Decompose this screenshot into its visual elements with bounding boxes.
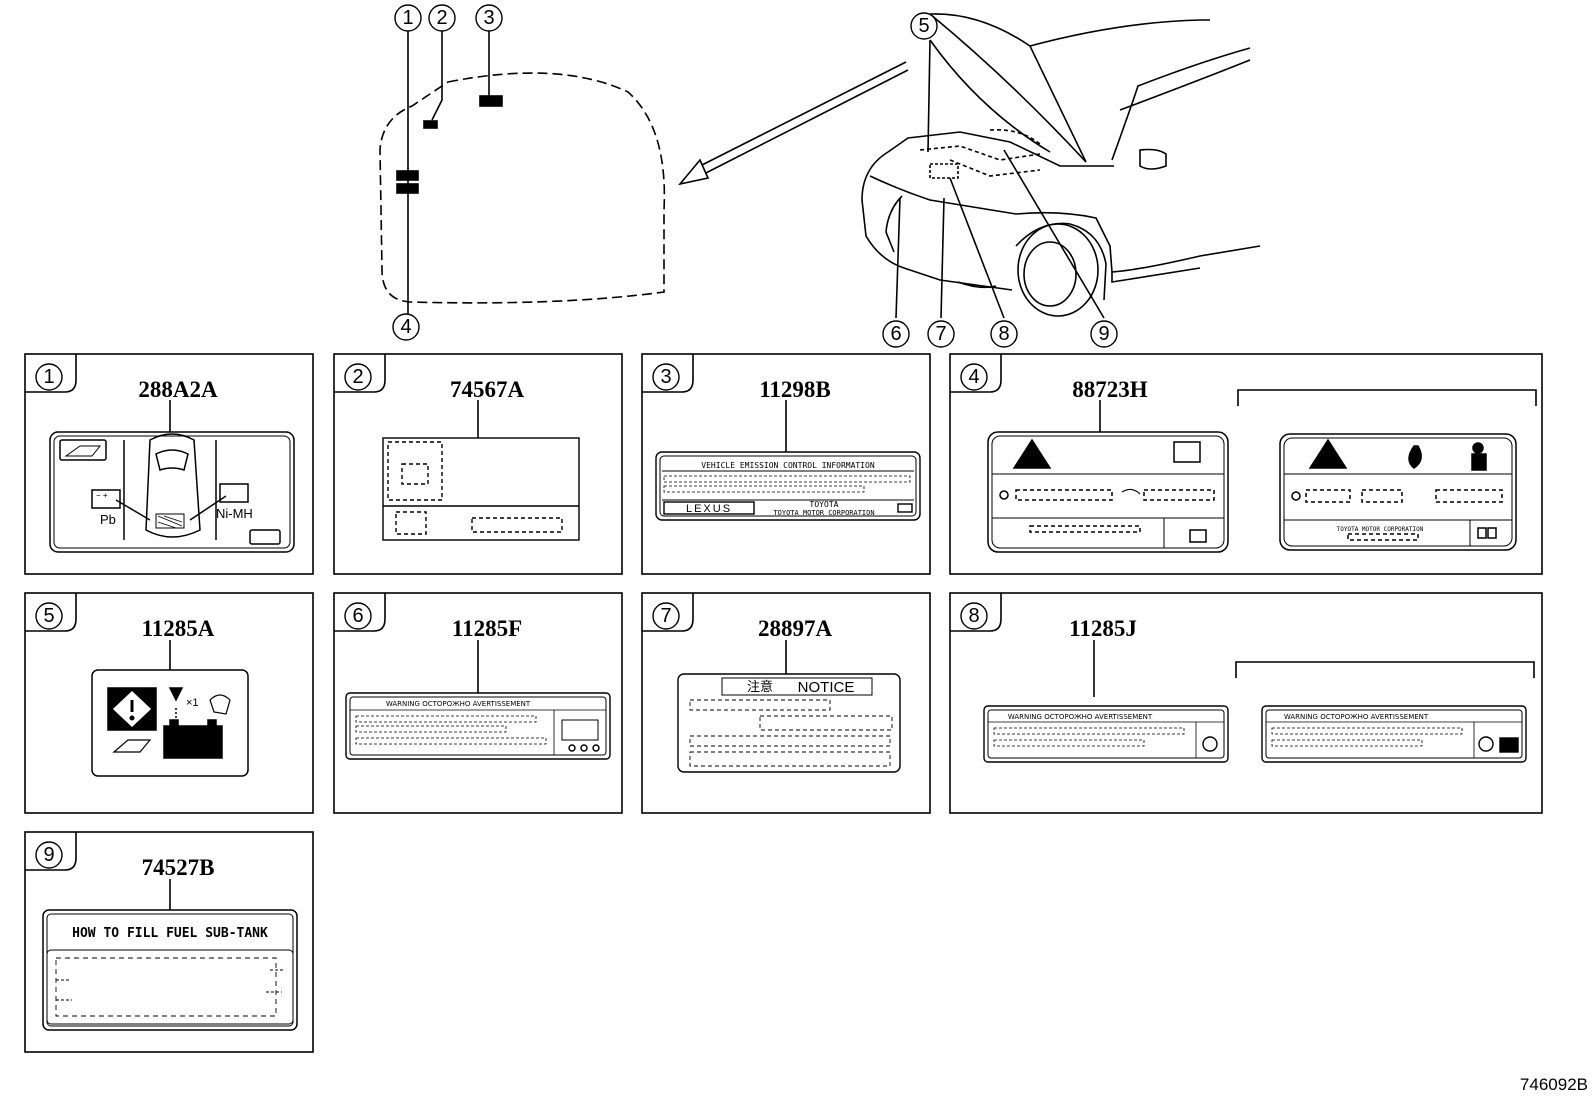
svg-text:2: 2 bbox=[352, 366, 363, 388]
panel-6-number: 6 bbox=[344, 602, 372, 630]
label-288A2A bbox=[49, 431, 295, 553]
svg-text:6: 6 bbox=[890, 323, 901, 345]
panel-5-number: 5 bbox=[35, 602, 63, 630]
part-number-6: 11285F bbox=[452, 616, 522, 641]
svg-text:9: 9 bbox=[1098, 323, 1109, 345]
svg-text:8: 8 bbox=[998, 323, 1009, 345]
panel-3-number: 3 bbox=[652, 363, 680, 391]
part-number-1: 288A2A bbox=[138, 377, 218, 402]
callout-2: 2 bbox=[428, 4, 456, 32]
label-88723H-a bbox=[987, 431, 1229, 553]
part-number-4: 88723H bbox=[1072, 377, 1148, 402]
notice-en-text: NOTICE bbox=[798, 679, 855, 696]
label-11298B bbox=[655, 451, 921, 521]
label-11285F bbox=[345, 692, 611, 760]
label-11285J-a-warning: WARNING OCTOPOЖHO AVERTISSEMENT bbox=[1008, 713, 1153, 721]
panel-6-frame bbox=[333, 592, 623, 814]
fuel-sub-tank-title: HOW TO FILL FUEL SUB-TANK bbox=[72, 926, 268, 941]
svg-text:5: 5 bbox=[918, 15, 929, 37]
svg-text:7: 7 bbox=[935, 323, 946, 345]
svg-text:×1: ×1 bbox=[186, 697, 199, 709]
emission-brand: LEXUS bbox=[686, 503, 732, 515]
part-number-8: 11285J bbox=[1069, 616, 1137, 641]
emission-maker-1: TOYOTA bbox=[810, 500, 839, 509]
panel-3-frame bbox=[641, 353, 931, 575]
svg-text:7: 7 bbox=[660, 605, 671, 627]
callout-1: 1 bbox=[394, 4, 422, 32]
hood-outline bbox=[379, 29, 666, 316]
emission-title: VEHICLE EMISSION CONTROL INFORMATION bbox=[701, 461, 875, 470]
panel-4-number: 4 bbox=[960, 363, 988, 391]
svg-text:3: 3 bbox=[660, 366, 671, 388]
panel-7-number: 7 bbox=[652, 602, 680, 630]
panel-9-number: 9 bbox=[35, 841, 63, 869]
label-11285J-a bbox=[983, 705, 1229, 763]
panel-1-number: 1 bbox=[35, 363, 63, 391]
svg-text:9: 9 bbox=[43, 844, 54, 866]
panel-7-frame bbox=[641, 592, 931, 814]
callout-9: 9 bbox=[1090, 320, 1118, 348]
svg-text:5: 5 bbox=[43, 605, 54, 627]
panel-9-frame bbox=[24, 831, 314, 1053]
svg-text:4: 4 bbox=[400, 316, 411, 338]
panel-2-frame bbox=[333, 353, 623, 575]
pointer-arrow bbox=[677, 61, 909, 186]
label-11285F-warning: WARNING OCTOPOЖHO AVERTISSEMENT bbox=[386, 700, 531, 708]
label-88723H-b-maker: TOYOTA MOTOR CORPORATION bbox=[1337, 526, 1424, 533]
label-28897A bbox=[677, 673, 901, 773]
callout-6: 6 bbox=[882, 320, 910, 348]
svg-text:3: 3 bbox=[483, 7, 494, 29]
svg-text:4: 4 bbox=[968, 366, 979, 388]
battery-pb-text: Pb bbox=[100, 512, 116, 527]
label-88723H-b bbox=[1279, 433, 1517, 551]
callout-7: 7 bbox=[927, 320, 955, 348]
car-sketch bbox=[861, 13, 1261, 319]
label-74567A bbox=[382, 437, 580, 541]
part-number-9: 74527B bbox=[142, 855, 215, 880]
label-11285J-b-warning: WARNING OCTOPOЖHO AVERTISSEMENT bbox=[1284, 713, 1429, 721]
label-11285J-b bbox=[1261, 705, 1527, 763]
panel-8-frame bbox=[949, 592, 1543, 814]
svg-text:2: 2 bbox=[436, 7, 447, 29]
panel-4-frame bbox=[949, 353, 1543, 575]
part-number-3: 11298B bbox=[759, 377, 831, 402]
part-number-2: 74567A bbox=[450, 377, 525, 402]
panel-2-number: 2 bbox=[344, 363, 372, 391]
notice-jp-text: 注意 bbox=[747, 679, 773, 695]
svg-text:1: 1 bbox=[43, 366, 54, 388]
label-11285A: ×1 bbox=[91, 669, 249, 777]
emission-maker-2: TOYOTA MOTOR CORPORATION bbox=[773, 509, 874, 517]
callout-3: 3 bbox=[475, 4, 503, 32]
part-number-7: 28897A bbox=[758, 616, 833, 641]
panel-1-frame bbox=[24, 353, 314, 575]
part-number-5: 11285A bbox=[142, 616, 215, 641]
svg-text:− +: − + bbox=[96, 491, 108, 500]
svg-text:6: 6 bbox=[352, 605, 363, 627]
callout-4: 4 bbox=[392, 313, 420, 341]
callout-8: 8 bbox=[990, 320, 1018, 348]
diagram-code: 746092B bbox=[1519, 1075, 1588, 1094]
label-74527B bbox=[42, 909, 298, 1031]
panel-5-frame bbox=[24, 592, 314, 814]
svg-text:1: 1 bbox=[402, 7, 413, 29]
callout-5: 5 bbox=[910, 12, 938, 40]
svg-text:8: 8 bbox=[968, 605, 979, 627]
panel-8-number: 8 bbox=[960, 602, 988, 630]
battery-nimh-text: Ni-MH bbox=[216, 506, 253, 521]
